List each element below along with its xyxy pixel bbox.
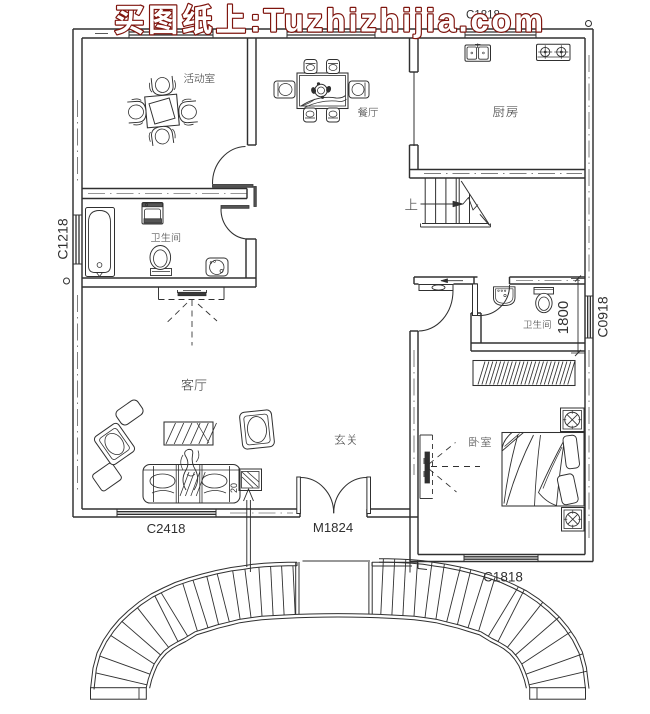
svg-text:C1218: C1218 (54, 218, 70, 259)
svg-text:1800: 1800 (555, 301, 572, 334)
svg-text:C1818: C1818 (483, 570, 523, 585)
svg-text::Tuzhizhijia.com: :Tuzhizhijia.com (250, 2, 543, 38)
svg-text:20: 20 (229, 483, 239, 493)
svg-text:M1824: M1824 (313, 520, 353, 535)
svg-text:C2418: C2418 (147, 521, 186, 536)
svg-text:C0918: C0918 (594, 296, 610, 337)
svg-text:C1818: C1818 (466, 10, 500, 22)
